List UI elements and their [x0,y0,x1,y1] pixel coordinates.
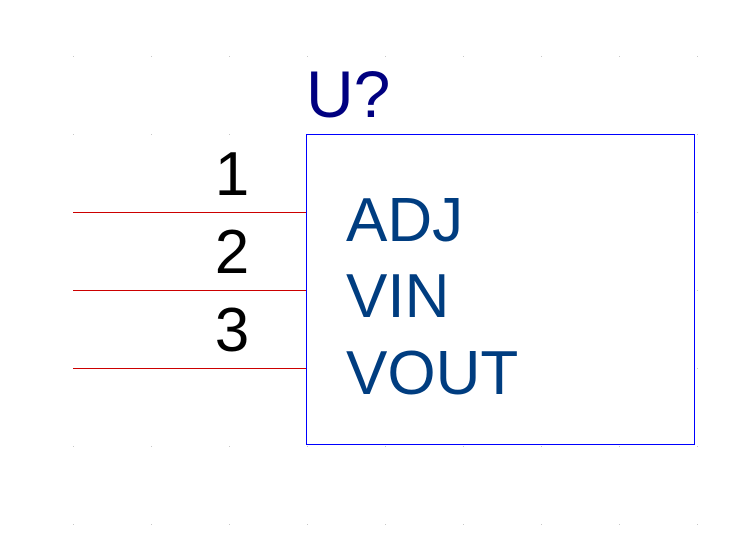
pin-1-number: 1 [214,140,250,209]
grid-dot [619,524,620,525]
grid-dot [697,56,698,57]
grid-dot [151,134,152,135]
grid-dot [541,524,542,525]
grid-dot [307,524,308,525]
grid-dot [697,524,698,525]
grid-dot [151,56,152,57]
pin-1-name: ADJ [346,186,464,255]
grid-dot [463,524,464,525]
grid-dot [229,134,230,135]
component-designator[interactable]: U? [306,57,391,131]
grid-dot [385,446,386,447]
grid-dot [229,446,230,447]
grid-dot [541,56,542,57]
grid-dot [619,56,620,57]
grid-dot [463,56,464,57]
component-body[interactable] [306,134,695,445]
grid-dot [229,56,230,57]
pin-2-name: VIN [346,262,450,331]
grid-dot [151,446,152,447]
grid-dot [73,446,74,447]
grid-dot [73,134,74,135]
grid-dot [229,524,230,525]
grid-dot [697,446,698,447]
pin-2-line[interactable] [73,290,306,291]
grid-dot [697,134,698,135]
pin-2-number: 2 [214,218,250,287]
grid-dot [619,446,620,447]
grid-dot [697,368,698,369]
grid-dot [697,212,698,213]
grid-dot [385,56,386,57]
pin-3-line[interactable] [73,368,306,369]
grid-dot [541,446,542,447]
grid-dot [307,446,308,447]
pin-3-name: VOUT [346,339,519,408]
grid-dot [151,524,152,525]
pin-3-number: 3 [214,296,250,365]
grid-dot [73,524,74,525]
pin-1-line[interactable] [73,212,306,213]
grid-dot [385,524,386,525]
grid-dot [463,446,464,447]
grid-dot [307,56,308,57]
grid-dot [697,290,698,291]
grid-dot [73,56,74,57]
